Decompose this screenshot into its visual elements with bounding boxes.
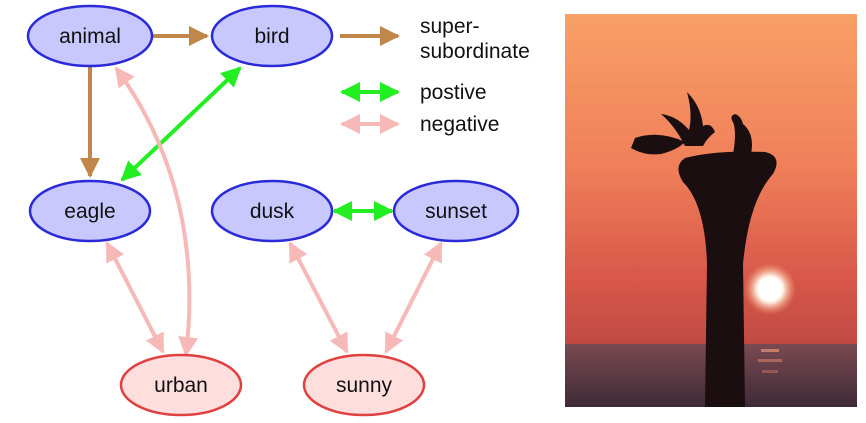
node-bird-label: bird bbox=[254, 25, 289, 48]
node-sunny: sunny bbox=[302, 353, 426, 417]
node-dusk: dusk bbox=[210, 179, 334, 243]
node-urban: urban bbox=[119, 353, 243, 417]
node-eagle-label: eagle bbox=[64, 200, 115, 223]
legend: super- subordinate postive negative bbox=[340, 15, 530, 136]
sunset-eagles-photo-icon bbox=[565, 14, 857, 407]
edge-dusk-sunny bbox=[288, 241, 349, 354]
edge-sunset-sunny bbox=[384, 241, 443, 354]
node-sunset: sunset bbox=[392, 179, 520, 243]
node-animal-label: animal bbox=[59, 25, 121, 48]
node-dusk-label: dusk bbox=[250, 200, 295, 223]
node-sunset-label: sunset bbox=[425, 200, 487, 223]
legend-super-label-line2: subordinate bbox=[420, 40, 530, 63]
legend-super-label-line1: super- bbox=[420, 15, 480, 38]
legend-positive-label: postive bbox=[420, 81, 487, 104]
node-bird: bird bbox=[210, 4, 334, 68]
node-eagle: eagle bbox=[28, 179, 152, 243]
edge-eagle-urban bbox=[105, 241, 165, 354]
edge-animal-urban bbox=[114, 66, 198, 357]
edge-bird-eagle bbox=[120, 66, 242, 182]
node-sunny-label: sunny bbox=[336, 374, 393, 397]
node-animal: animal bbox=[26, 4, 154, 68]
node-urban-label: urban bbox=[154, 374, 208, 397]
legend-negative-label: negative bbox=[420, 113, 499, 136]
